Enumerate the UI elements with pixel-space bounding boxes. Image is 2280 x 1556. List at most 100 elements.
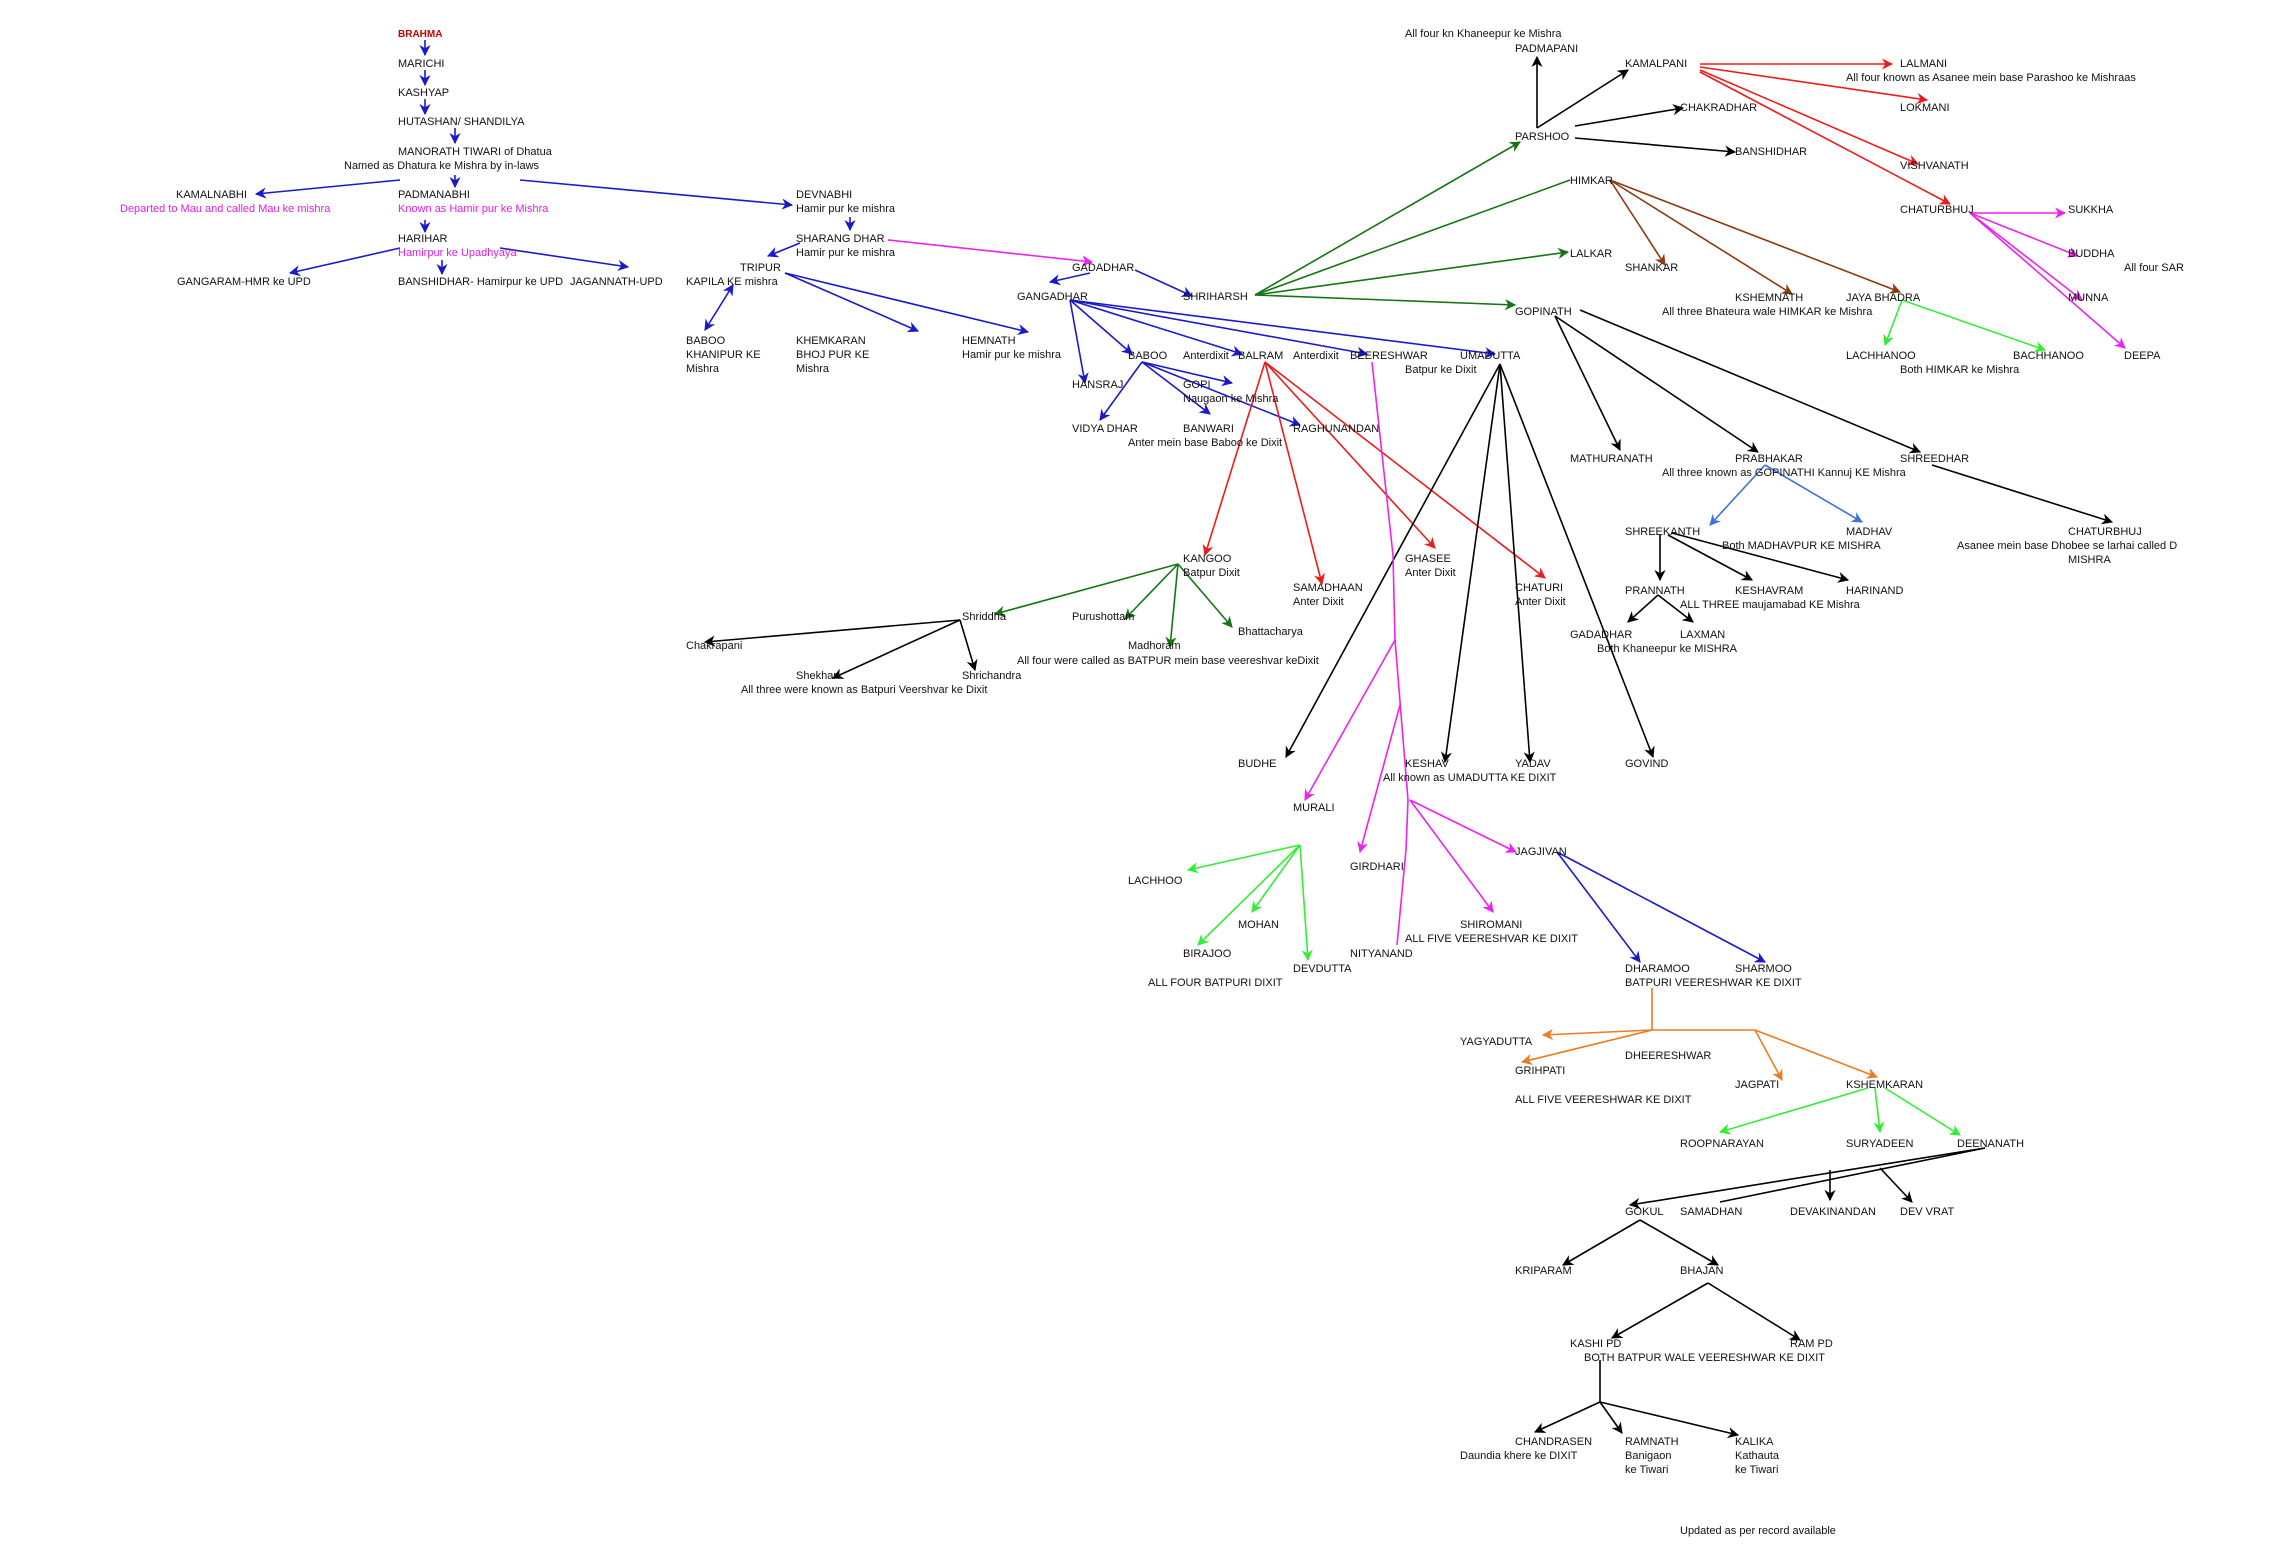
node-parshoo: PARSHOO: [1515, 131, 1570, 143]
edge: [1879, 1167, 1913, 1203]
edge: [1562, 1219, 1641, 1266]
node-gopi: GOPI: [1183, 379, 1211, 391]
edge: [1579, 309, 1922, 454]
note-kamalnabhi: Departed to Mau and called Mau ke mishra: [120, 203, 331, 215]
node-jagjivan: JAGJIVAN: [1515, 846, 1567, 858]
node-banshidhar: BANSHIDHAR: [1735, 146, 1807, 158]
node-mohan: MOHAN: [1238, 919, 1279, 931]
node-madhoram: Madhoram: [1128, 640, 1181, 652]
node-chakrapani: Chakrapani: [686, 640, 742, 652]
node-kapila: KAPILA KE mishra: [686, 276, 779, 288]
edge: [1667, 534, 1753, 581]
node-shiromani: SHIROMANI: [1460, 919, 1522, 931]
note-kalika-2: ke Tiwari: [1735, 1464, 1778, 1476]
edge: [1141, 361, 1234, 387]
note-chaturbhuj-2-2: MISHRA: [2068, 554, 2111, 566]
node-dheereshwar: DHEERESHWAR: [1625, 1050, 1711, 1062]
note-khemkaran-1: BHOJ PUR KE: [796, 349, 869, 361]
edge: [1409, 799, 1494, 913]
edge: [1069, 299, 1133, 355]
node-gangadhar: GANGADHAR: [1017, 291, 1088, 303]
note-harihar: Hamirpur ke Upadhyaya: [398, 247, 517, 259]
edge: [1628, 1147, 1986, 1209]
node-shankar: SHANKAR: [1625, 262, 1678, 274]
node-lachhoo: LACHHOO: [1128, 875, 1183, 887]
node-himkar: HIMKAR: [1570, 175, 1613, 187]
edge: [1699, 66, 1929, 105]
node-dharamoo: DHARAMOO: [1625, 963, 1690, 975]
edge: [1931, 464, 2114, 525]
note-ramnath-2: ke Tiwari: [1625, 1464, 1668, 1476]
edge: [1574, 137, 1737, 157]
node-ramnath: RAMNATH: [1625, 1436, 1679, 1448]
note-all-known-umadutta: All known as UMADUTTA KE DIXIT: [1383, 772, 1557, 784]
edge: [1304, 639, 1396, 801]
node-shriddha: Shriddha: [962, 611, 1007, 623]
node-chaturi: CHATURI: [1515, 582, 1563, 594]
edge: [1609, 179, 1902, 294]
node-ram-pd: RAM PD: [1790, 1338, 1833, 1350]
edge: [1409, 799, 1518, 853]
edge: [1357, 704, 1401, 854]
node-jagannath: JAGANNATH-UPD: [570, 276, 663, 288]
node-shreedhar: SHREEDHAR: [1900, 453, 1969, 465]
note-khemkaran-2: Mishra: [796, 363, 830, 375]
node-balram: BALRAM: [1238, 350, 1283, 362]
edge: [1141, 361, 1302, 427]
note-all-four-batpur: All four were called as BATPUR mein base…: [1017, 655, 1319, 667]
edge: [1440, 363, 1501, 764]
note-padmanabhi: Known as Hamir pur ke Mishra: [398, 203, 549, 215]
note-updated: Updated as per record available: [1680, 1525, 1836, 1537]
node-mathuranath: MATHURANATH: [1570, 453, 1653, 465]
note-both-batpur: BOTH BATPUR WALE VEERESHWAR KE DIXIT: [1584, 1352, 1825, 1364]
edge: [1709, 464, 1766, 526]
edge: [1883, 299, 1903, 347]
node-gadadhar: GADADHAR: [1072, 262, 1134, 274]
node-kashyap: KASHYAP: [398, 87, 449, 99]
node-yadav: YADAV: [1515, 758, 1551, 770]
node-kashi-pd: KASHI PD: [1570, 1338, 1621, 1350]
edge: [1099, 361, 1143, 421]
node-jaya-bhadra: JAYA BHADRA: [1846, 292, 1921, 304]
node-murali: MURALI: [1293, 802, 1335, 814]
node-prabhakar: PRABHAKAR: [1735, 453, 1803, 465]
edge: [1699, 69, 1920, 166]
node-devakinandan: DEVAKINANDAN: [1790, 1206, 1876, 1218]
note-chaturbhuj-2-1: Asanee mein base Dhobee se larhai called…: [1957, 540, 2177, 552]
node-yagyadutta: YAGYADUTTA: [1460, 1036, 1533, 1048]
node-manorath: MANORATH TIWARI of Dhatua: [398, 146, 553, 158]
edge: [1718, 1087, 1869, 1135]
edge: [1699, 71, 1951, 205]
edge: [1556, 851, 1766, 963]
note-both-madhavpur: Both MADHAVPUR KE MISHRA: [1722, 540, 1881, 552]
edge: [1499, 363, 1535, 764]
node-hemnath: HEMNATH: [962, 335, 1016, 347]
node-bachhanoo: BACHHANOO: [2013, 350, 2084, 362]
node-devdutta: DEVDUTTA: [1293, 963, 1352, 975]
edge: [704, 284, 734, 331]
note-anter-baboo: Anter mein base Baboo ke Dixit: [1128, 437, 1282, 449]
node-shriharsh: SHRIHARSH: [1183, 291, 1248, 303]
edge: [1069, 299, 1089, 385]
node-buddha: BUDDHA: [2068, 248, 2115, 260]
edge: [1251, 844, 1301, 913]
edge: [1254, 179, 1571, 296]
edge: [1254, 294, 1517, 311]
edge: [1873, 1087, 1885, 1134]
node-khemkaran: KHEMKARAN: [796, 335, 866, 347]
node-keshavram: KESHAVRAM: [1735, 585, 1803, 597]
node-raghunandan: RAGHUNANDAN: [1293, 423, 1379, 435]
node-devnabhi: DEVNABHI: [796, 189, 852, 201]
note-all-five-veereshvar: ALL FIVE VEERESHVAR KE DIXIT: [1405, 933, 1578, 945]
node-banshidhar-hmr: BANSHIDHAR- Hamirpur ke UPD: [398, 276, 563, 288]
edge: [1969, 212, 2126, 349]
node-jagpati: JAGPATI: [1735, 1079, 1779, 1091]
node-kangoo: KANGOO: [1183, 553, 1232, 565]
node-gokul: GOKUL: [1625, 1206, 1664, 1218]
edge: [1764, 464, 1863, 523]
edge: [1134, 269, 1194, 297]
node-chandrasen: CHANDRASEN: [1515, 1436, 1592, 1448]
node-bhattacharya: Bhattacharya: [1238, 626, 1304, 638]
node-shekhar: Shekhar: [796, 670, 837, 682]
